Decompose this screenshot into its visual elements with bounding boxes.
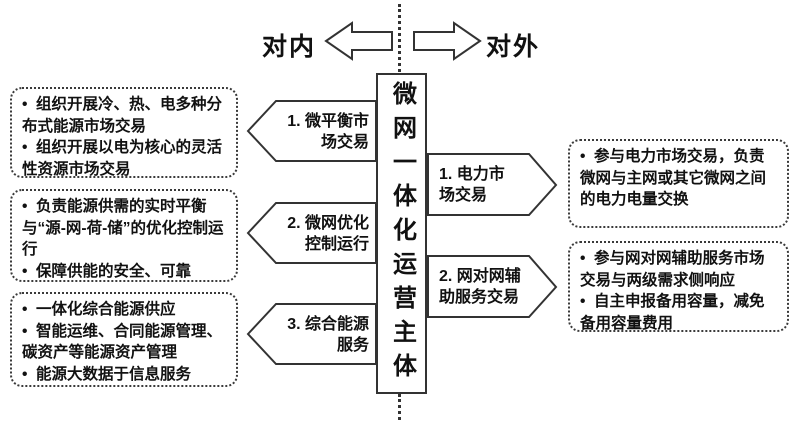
- bullet-item: • 组织开展以电为核心的灵活性资源市场交易: [22, 139, 223, 178]
- external-arrow-electricity-market: 1. 电力市 场交易: [427, 152, 559, 217]
- bullet-item: • 能源大数据于信息服务: [22, 365, 192, 383]
- bullet-item: • 负责能源供需的实时平衡与“源-网-荷-储”的优化控制运行: [22, 198, 224, 258]
- bullet-item: • 一体化综合能源供应: [22, 301, 176, 318]
- internal-arrow-label: 2. 微网优化 控制运行: [287, 214, 369, 253]
- divider-dashed-line-bottom: [398, 394, 401, 420]
- internal-detail-box-market-trading: • 组织开展冷、热、电多种分布式能源市场交易 • 组织开展以电为核心的灵活性资源市…: [10, 87, 238, 178]
- center-entity-box: 微网一体化运营主体: [376, 73, 427, 394]
- external-detail-box-ancillary-service: • 参与网对网辅助服务市场交易与两级需求侧响应 • 自主申报备用容量，减免备用容量…: [568, 241, 789, 332]
- right-block-arrow-icon: [413, 21, 482, 61]
- external-direction-label: 对外: [486, 33, 541, 61]
- internal-arrow-label: 3. 综合能源 服务: [287, 315, 369, 354]
- internal-arrow-optimized-control: 2. 微网优化 控制运行: [246, 201, 378, 266]
- internal-direction-label: 对内: [262, 33, 317, 61]
- bullet-item: • 参与网对网辅助服务市场交易与两级需求侧响应: [580, 250, 765, 289]
- divider-dashed-line-top: [398, 4, 401, 72]
- bullet-item: • 参与电力市场交易，负责微网与主网或其它微网之间的电力电量交换: [580, 148, 767, 208]
- center-entity-title: 微网一体化运营主体: [388, 80, 416, 387]
- internal-arrow-integrated-energy-service: 3. 综合能源 服务: [246, 302, 378, 367]
- bullet-item: • 组织开展冷、热、电多种分布式能源市场交易: [22, 96, 223, 135]
- external-arrow-label: 2. 网对网辅 助服务交易: [439, 267, 521, 306]
- external-arrow-label: 1. 电力市 场交易: [439, 165, 505, 204]
- bullet-item: • 自主申报备用容量，减免备用容量费用: [580, 293, 765, 332]
- chevron-right-icon: [427, 153, 558, 216]
- internal-detail-box-energy-service: • 一体化综合能源供应 • 智能运维、合同能源管理、碳资产等能源资产管理 • 能源大…: [10, 292, 238, 387]
- bullet-item: • 智能运维、合同能源管理、碳资产等能源资产管理: [22, 322, 223, 362]
- internal-arrow-micro-balance-market: 1. 微平衡市 场交易: [246, 99, 378, 164]
- chevron-right-icon: [427, 255, 558, 318]
- internal-detail-box-control-operation: • 负责能源供需的实时平衡与“源-网-荷-储”的优化控制运行 • 保障供能的安全、…: [10, 189, 238, 282]
- external-arrow-grid-to-grid-ancillary: 2. 网对网辅 助服务交易: [427, 254, 559, 319]
- external-detail-box-electricity-market: • 参与电力市场交易，负责微网与主网或其它微网之间的电力电量交换: [568, 139, 789, 228]
- bullet-item: • 保障供能的安全、可靠: [22, 262, 192, 280]
- internal-arrow-label: 1. 微平衡市 场交易: [287, 112, 369, 151]
- left-block-arrow-icon: [324, 21, 393, 61]
